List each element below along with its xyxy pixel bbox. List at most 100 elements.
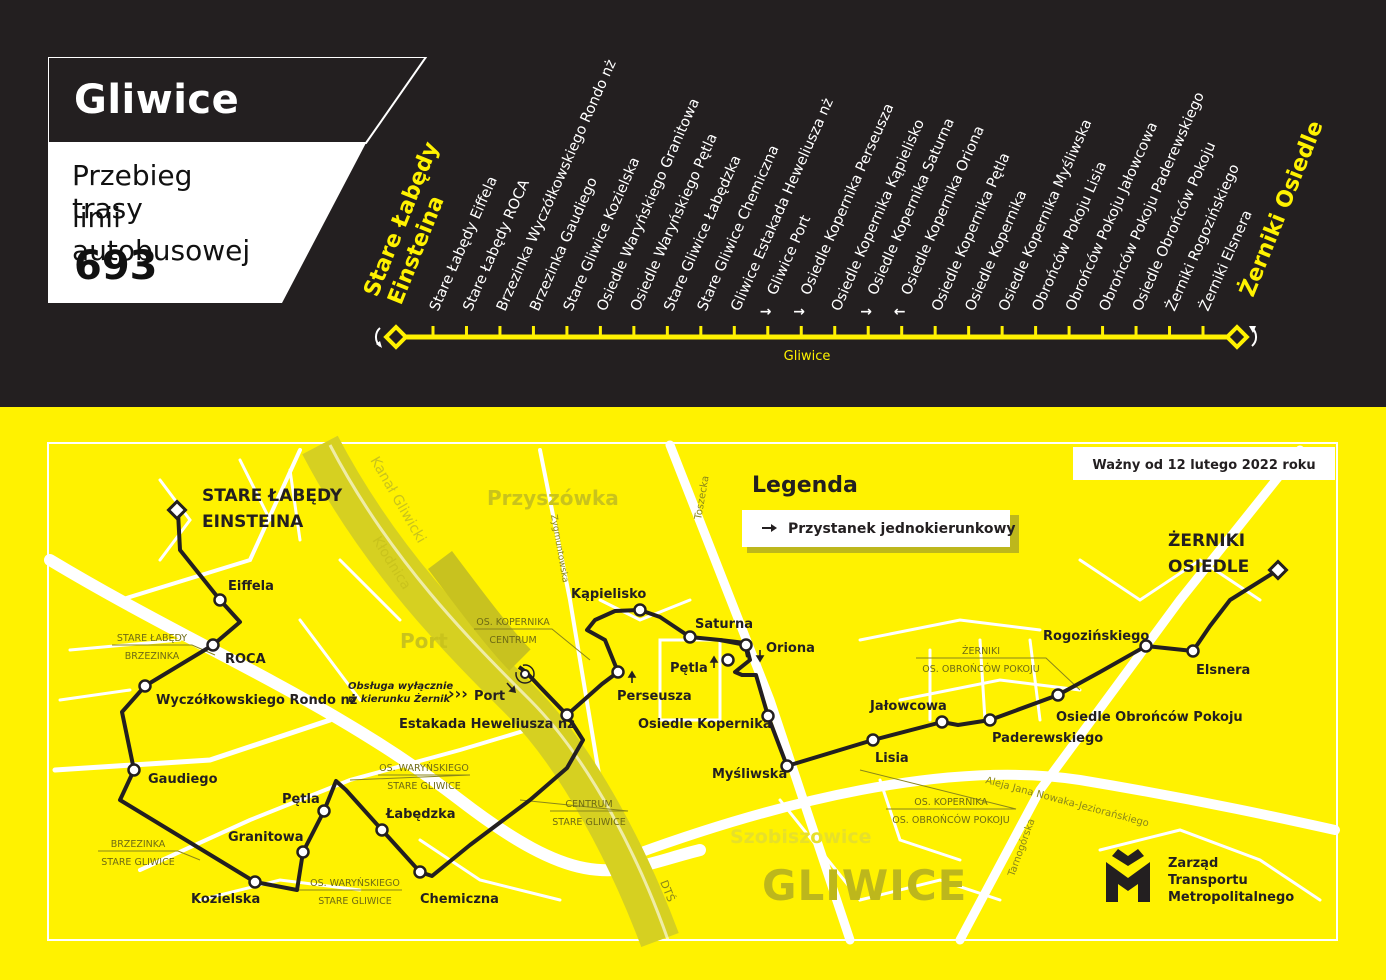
ztm-logo-icon <box>1106 849 1150 902</box>
map-start-terminal <box>166 499 188 521</box>
map-end-terminal-label-1: ŻERNIKI <box>1168 529 1245 551</box>
legend-item-box <box>742 510 1010 547</box>
map-stop <box>721 653 735 667</box>
label-kapielisko: Kąpielisko <box>571 587 646 602</box>
zone-boundary-line <box>112 644 216 656</box>
zone-top-label: STARE ŁABĘDY <box>117 633 187 644</box>
zone-top-label: OS. WARYŃSKIEGO <box>379 762 469 774</box>
label-saturna: Saturna <box>695 617 753 632</box>
one-way-arrows-map <box>506 650 765 694</box>
legend-title: Legenda <box>752 473 858 498</box>
zone-top-label: OS. WARYŃSKIEGO <box>310 877 400 889</box>
place-port: Port <box>400 629 448 653</box>
map-stop <box>761 709 775 723</box>
label-roca: ROCA <box>225 652 266 667</box>
map-stop <box>1051 688 1065 702</box>
zone-top-label: ŻERNIKI <box>962 646 1000 657</box>
one-way-arrow-icon: ← <box>894 304 906 320</box>
zone-boundary-line <box>859 769 1017 810</box>
strip-ticks <box>431 326 1205 337</box>
map-start-terminal-label-1: STARE ŁABĘDY <box>202 486 343 506</box>
zone-bottom-label: CENTRUM <box>489 635 536 646</box>
legend-item-label: Przystanek jednokierunkowy <box>788 521 1016 537</box>
zone-boundary-line <box>916 657 1081 691</box>
zone-bottom-label: STARE GLIWICE <box>318 896 392 907</box>
legend-arrow-icon <box>762 524 777 532</box>
line-number: 693 <box>74 243 158 289</box>
place-przyszowka: Przyszówka <box>487 486 619 510</box>
start-terminal-marker <box>374 324 409 350</box>
map-start-terminal-label-2: EINSTEINA <box>202 512 304 532</box>
map-stop <box>1139 639 1153 653</box>
zone-top-label: OS. KOPERNIKA <box>476 617 550 628</box>
zone-bottom-label: OS. OBROŃCÓW POKOJU <box>922 663 1039 675</box>
zone-bottom-label: STARE GLIWICE <box>552 817 626 828</box>
label-lisia: Lisia <box>875 751 909 766</box>
map-stop <box>866 733 880 747</box>
end-terminal-label: Żerniki Osiedle <box>1234 117 1328 300</box>
label-perseusza: Perseusza <box>617 689 692 704</box>
label-eiffela: Eiffela <box>228 579 274 594</box>
label-kozielska: Kozielska <box>191 892 260 907</box>
place-szobiszowice: Szobiszowice <box>730 826 872 848</box>
operator-line-3: Metropolitalnego <box>1168 890 1294 905</box>
zone-top-label: BRZEZINKA <box>111 839 166 850</box>
service-note-line-1: Obsługa wyłącznie <box>348 681 453 692</box>
title-shape <box>48 57 428 303</box>
label-estakada: Estakada Heweliusza nż <box>399 717 575 732</box>
map-stop <box>983 713 997 727</box>
zone-top-label: OS. KOPERNIKA <box>914 797 988 808</box>
operator-line-2: Transportu <box>1168 873 1248 888</box>
map-end-terminal <box>1267 559 1289 581</box>
map-stop <box>935 715 949 729</box>
map-stop <box>213 593 227 607</box>
label-rogozinskiego: Rogozińskiego <box>1043 629 1149 644</box>
map-stop <box>413 865 427 879</box>
map-stop <box>560 708 574 722</box>
label-os-obroncow: Osiedle Obrońców Pokoju <box>1056 710 1243 725</box>
one-way-arrow-icon: → <box>760 304 772 320</box>
one-way-arrow-icon: → <box>860 304 872 320</box>
label-port: Port <box>474 689 505 704</box>
city-title: Gliwice <box>74 77 240 123</box>
subtitle-line-1: Przebieg trasy <box>72 159 193 225</box>
label-petla-war: Pętla <box>282 792 320 807</box>
valid-from-box <box>1073 447 1335 480</box>
label-oriona: Oriona <box>766 641 815 656</box>
map-stop <box>317 804 331 818</box>
zone-bottom-label: STARE GLIWICE <box>101 857 175 868</box>
valid-from-text: Ważny od 12 lutego 2022 roku <box>1092 458 1315 473</box>
strip-zone-label: Gliwice <box>784 349 831 364</box>
label-elsnera: Elsnera <box>1196 663 1250 678</box>
zone-bottom-label: OS. OBROŃCÓW POKOJU <box>892 814 1009 826</box>
route-line <box>118 511 1280 892</box>
end-terminal-marker <box>1224 324 1258 350</box>
label-chemiczna: Chemiczna <box>420 892 499 907</box>
service-note-arrows: ››› <box>448 684 468 703</box>
route-map: Przyszówka Port Szobiszowice GLIWICE Kan… <box>44 435 1340 948</box>
map-stop <box>127 763 141 777</box>
map-stop <box>1186 644 1200 658</box>
map-stop <box>248 875 262 889</box>
map-stop <box>683 630 697 644</box>
label-gaudiego: Gaudiego <box>148 772 218 787</box>
place-gliwice: GLIWICE <box>762 861 967 910</box>
map-stop <box>780 759 794 773</box>
subtitle-line-2: linii autobusowej <box>72 201 251 267</box>
route-header-panel: Gliwice Przebieg trasy linii autobusowej… <box>0 0 1386 407</box>
canal-band <box>302 435 679 948</box>
map-stop <box>296 845 310 859</box>
label-paderewskiego: Paderewskiego <box>992 731 1103 746</box>
label-jalowcowa: Jałowcowa <box>869 699 947 714</box>
map-stop <box>206 638 220 652</box>
one-way-arrow-icon: → <box>793 304 805 320</box>
port-turn-icon <box>515 664 535 684</box>
label-granitowa: Granitowa <box>228 830 304 845</box>
label-petla-kop: Pętla <box>670 661 708 676</box>
label-os-kopernika: Osiedle Kopernika <box>638 717 772 732</box>
zone-top-label: CENTRUM <box>565 799 612 810</box>
map-stop <box>633 603 647 617</box>
